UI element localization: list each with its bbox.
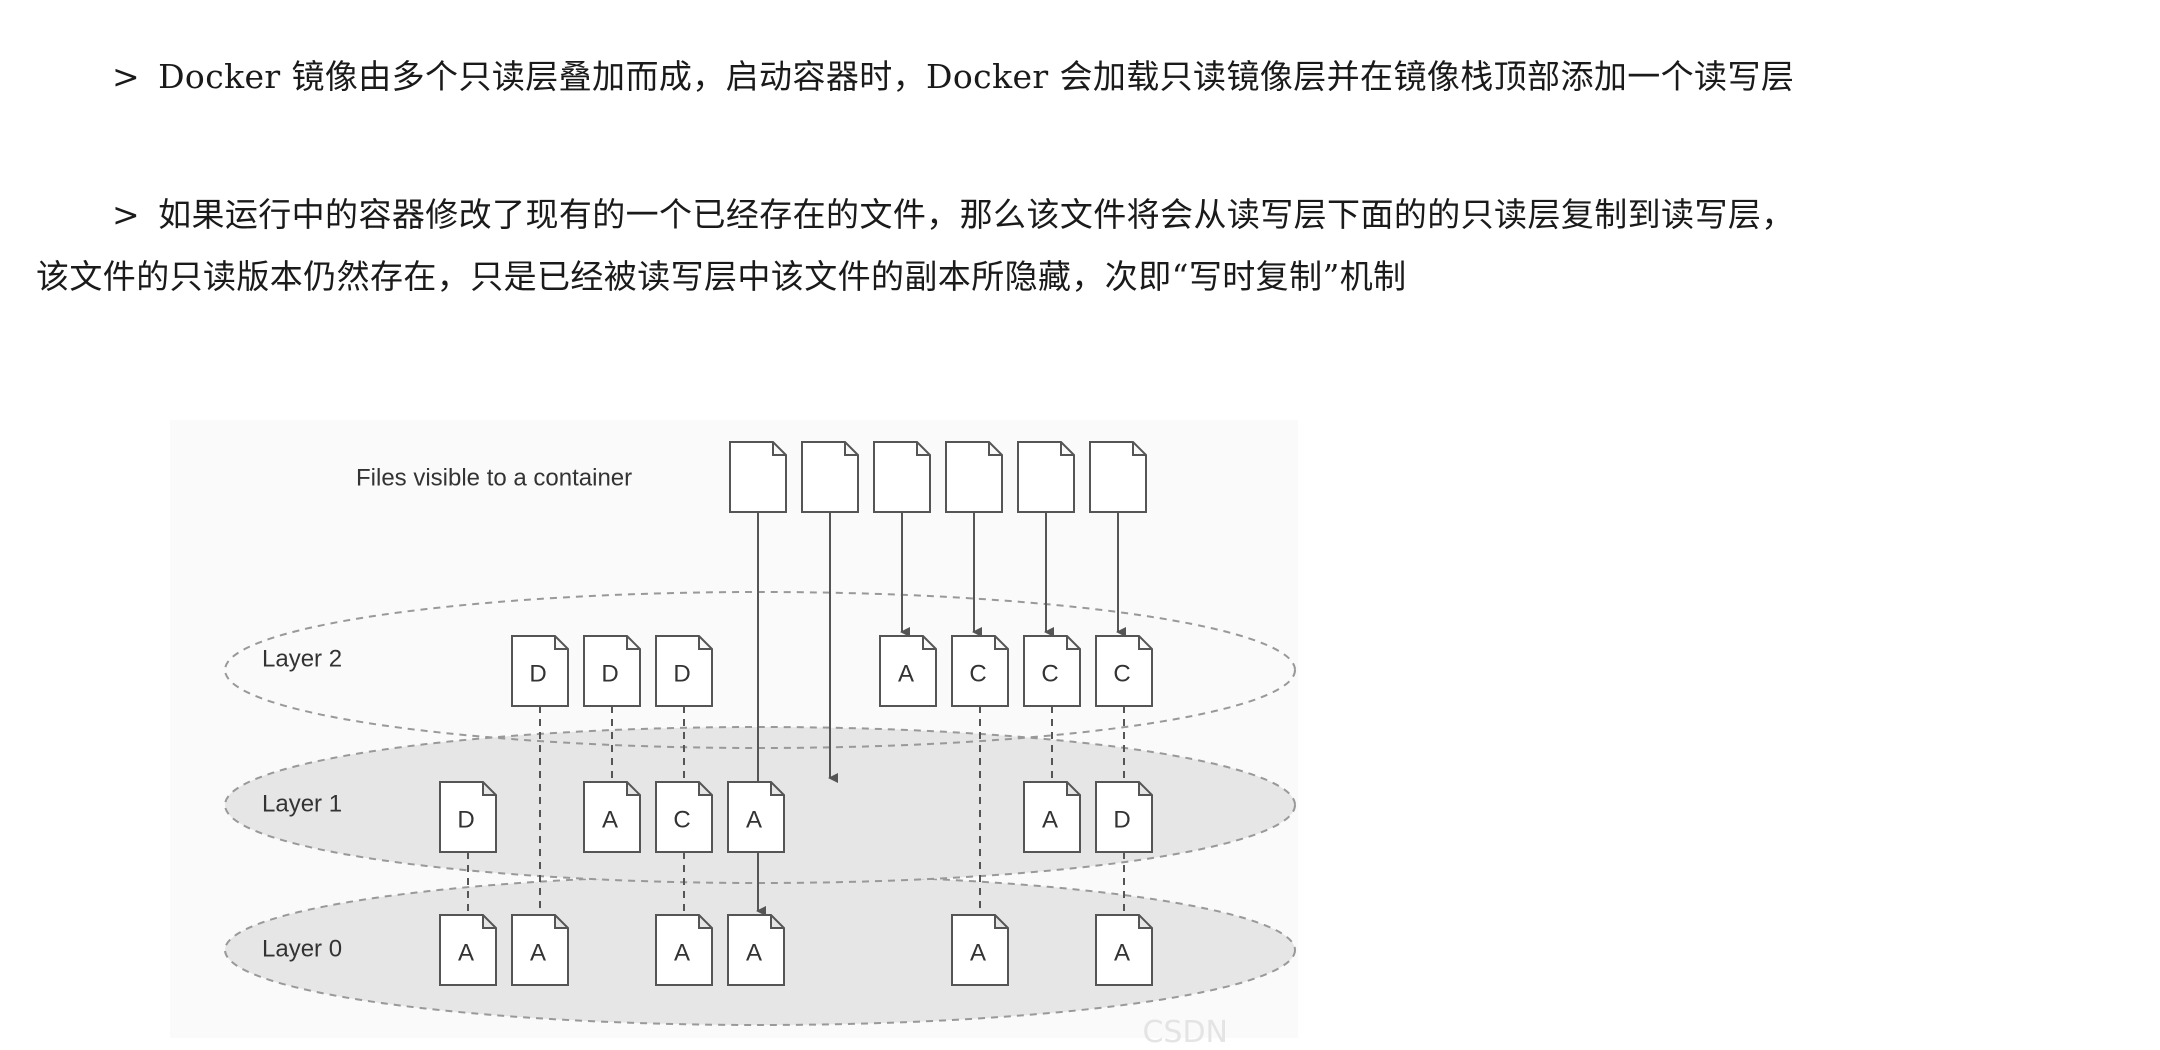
file-label: A	[602, 806, 618, 833]
layer-label: Layer 0	[262, 935, 342, 962]
visible-file-icon	[945, 441, 1003, 513]
file-label: D	[1113, 806, 1130, 833]
file-icon	[1023, 781, 1081, 853]
quote-marker: >	[112, 57, 141, 96]
visible-file-icon	[1017, 441, 1075, 513]
visible-file-icon	[801, 441, 859, 513]
visible-file-icon	[873, 441, 931, 513]
file-label: D	[529, 660, 546, 687]
file-icon	[1095, 635, 1153, 707]
file-label: D	[601, 660, 618, 687]
file-label: A	[674, 939, 690, 966]
file-icon	[951, 635, 1009, 707]
file-label: A	[970, 939, 986, 966]
file-icon	[655, 781, 713, 853]
file-label: C	[1041, 660, 1058, 687]
file-icon	[439, 781, 497, 853]
file-label: A	[530, 939, 546, 966]
file-icon	[655, 635, 713, 707]
paragraph-1-line-1: Docker 镜像由多个只读层叠加而成，启动容器时，Docker 会加载只读镜像…	[158, 57, 1795, 96]
file-icon	[1095, 781, 1153, 853]
paragraph-2-line-1: 如果运行中的容器修改了现有的一个已经存在的文件，那么该文件将会从读写层下面的的只…	[158, 195, 1795, 234]
file-label: A	[746, 939, 762, 966]
layer-label: Layer 1	[262, 790, 342, 817]
file-icon	[727, 914, 785, 986]
layer-label: Layer 2	[262, 645, 342, 672]
file-icon	[439, 914, 497, 986]
files-visible-label: Files visible to a container	[356, 464, 632, 491]
file-icon	[879, 635, 937, 707]
paragraph-1: > Docker 镜像由多个只读层叠加而成，启动容器时，Docker 会加载只读镜…	[36, 46, 2160, 108]
file-icon	[511, 914, 569, 986]
file-label: A	[898, 660, 914, 687]
paragraph-2-line-1-row: > 如果运行中的容器修改了现有的一个已经存在的文件，那么该文件将会从读写层下面的的…	[36, 184, 2116, 246]
visible-file-icon	[1089, 441, 1147, 513]
file-label: C	[1113, 660, 1130, 687]
file-label: A	[1114, 939, 1130, 966]
file-label: D	[673, 660, 690, 687]
file-icon	[655, 914, 713, 986]
layer-ellipse	[224, 591, 1296, 749]
file-icon	[511, 635, 569, 707]
visible-file-icon	[729, 441, 787, 513]
paragraph-2: > 如果运行中的容器修改了现有的一个已经存在的文件，那么该文件将会从读写层下面的的…	[36, 184, 2116, 308]
file-label: A	[746, 806, 762, 833]
layers-diagram: Layer 2 Layer 1 Layer 0 Files visible to a …	[170, 420, 1298, 1050]
paragraph-2-line-2: 该文件的只读版本仍然存在，只是已经被读写层中该文件的副本所隐藏，次即“写时复制”…	[36, 257, 1407, 296]
file-label: A	[458, 939, 474, 966]
file-label: C	[673, 806, 690, 833]
file-icon	[951, 914, 1009, 986]
layers-diagram-svg: Layer 2 Layer 1 Layer 0 Files visible to a …	[224, 441, 1296, 1026]
file-icon	[1095, 914, 1153, 986]
file-icon	[1023, 635, 1081, 707]
file-label: A	[1042, 806, 1058, 833]
watermark-text: CSDN	[1142, 1015, 1228, 1050]
file-label: C	[969, 660, 986, 687]
quote-marker: >	[112, 195, 141, 234]
file-label: D	[457, 806, 474, 833]
file-icon	[583, 635, 641, 707]
file-icon	[583, 781, 641, 853]
file-icon	[727, 781, 785, 853]
